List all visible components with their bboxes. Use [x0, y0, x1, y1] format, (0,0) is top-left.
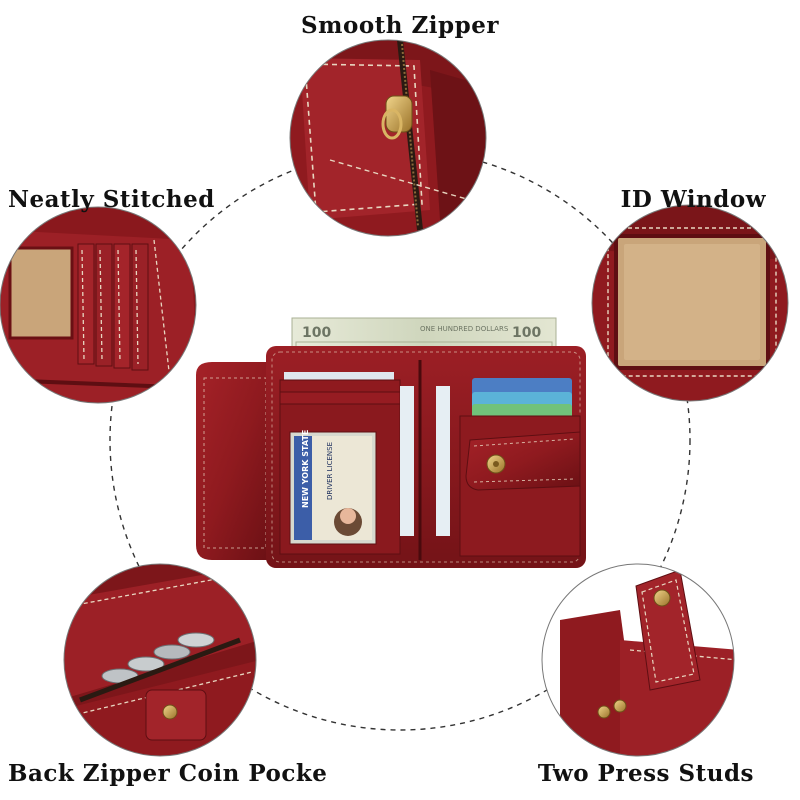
detail-stitched: [0, 207, 196, 403]
svg-text:100: 100: [302, 325, 331, 341]
label-id-window: ID Window: [620, 186, 766, 213]
label-back-zipper-coin-pocket: Back Zipper Coin Pocke: [8, 760, 328, 787]
detail-id-window: [592, 205, 788, 401]
dashed-ring: [109, 149, 691, 731]
svg-text:DRIVER LICENSE: DRIVER LICENSE: [326, 442, 334, 500]
svg-text:NEW YORK STATE: NEW YORK STATE: [301, 430, 310, 508]
wallet-main: 100 100 ONE HUNDRED DOLLARS 100 100 NEW …: [196, 317, 586, 568]
detail-zipper: [290, 40, 486, 236]
svg-text:100: 100: [512, 325, 541, 341]
label-neatly-stitched: Neatly Stitched: [8, 186, 215, 213]
label-two-press-studs: Two Press Studs: [537, 760, 754, 787]
svg-text:ONE HUNDRED DOLLARS: ONE HUNDRED DOLLARS: [420, 325, 509, 333]
detail-coin-pocket: [64, 564, 256, 756]
detail-press-studs: [542, 564, 734, 756]
label-smooth-zipper: Smooth Zipper: [301, 12, 499, 39]
